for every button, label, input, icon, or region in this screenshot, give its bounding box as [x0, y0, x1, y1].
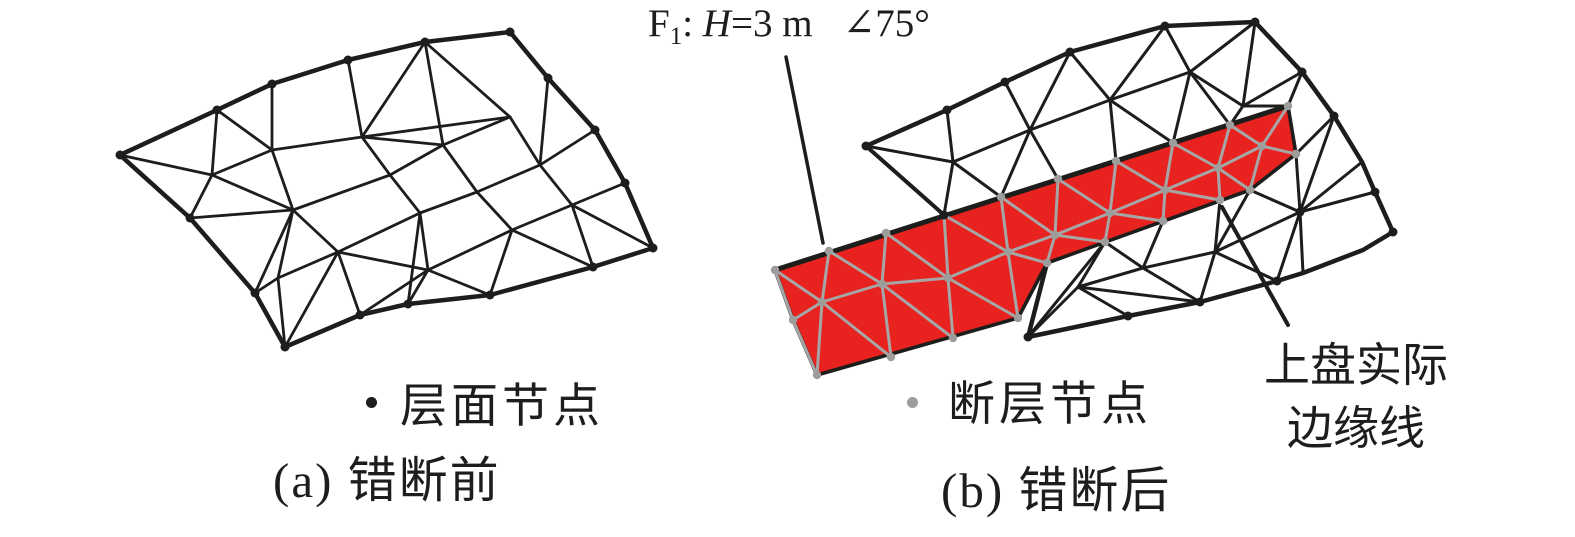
fault-parameter-label: F1: H=3 m ∠75°: [648, 4, 930, 49]
footwall-mesh: [1026, 114, 1377, 339]
subfigure-b-caption: (b) 错断后: [941, 463, 1172, 518]
fault-separator: :: [682, 2, 703, 45]
fault-name-subscript: 1: [669, 23, 683, 50]
hanging-wall-edge-label: 上盘实际 边缘线: [1245, 334, 1467, 461]
fault-plane-gray-mesh: [770, 101, 1301, 380]
mesh-before-faulting: [115, 27, 658, 352]
hanging-wall-mesh: [863, 19, 1396, 340]
mesh-after-node-dots: [861, 17, 1398, 342]
subfigure-a-caption: (a) 错断前: [273, 453, 501, 508]
fault-dip-angle: ∠75°: [842, 2, 930, 45]
edge-label-leader-line: [1220, 205, 1290, 327]
hanging-wall-edge-label-line1: 上盘实际: [1264, 340, 1448, 391]
fault-node-legend-dot: [907, 397, 918, 408]
fault-throw-value: =3 m: [730, 2, 813, 45]
surface-node-legend-dot: [366, 397, 377, 408]
fault-name: F: [648, 2, 670, 45]
fault-label-leader-line: [784, 55, 825, 245]
hanging-wall-edge-label-line2: 边缘线: [1287, 403, 1425, 455]
fault-node-legend-label: 断层节点: [948, 379, 1152, 431]
fault-throw-symbol: H: [702, 2, 731, 45]
surface-node-legend-label: 层面节点: [400, 381, 604, 433]
leader-lines: [784, 55, 1290, 327]
